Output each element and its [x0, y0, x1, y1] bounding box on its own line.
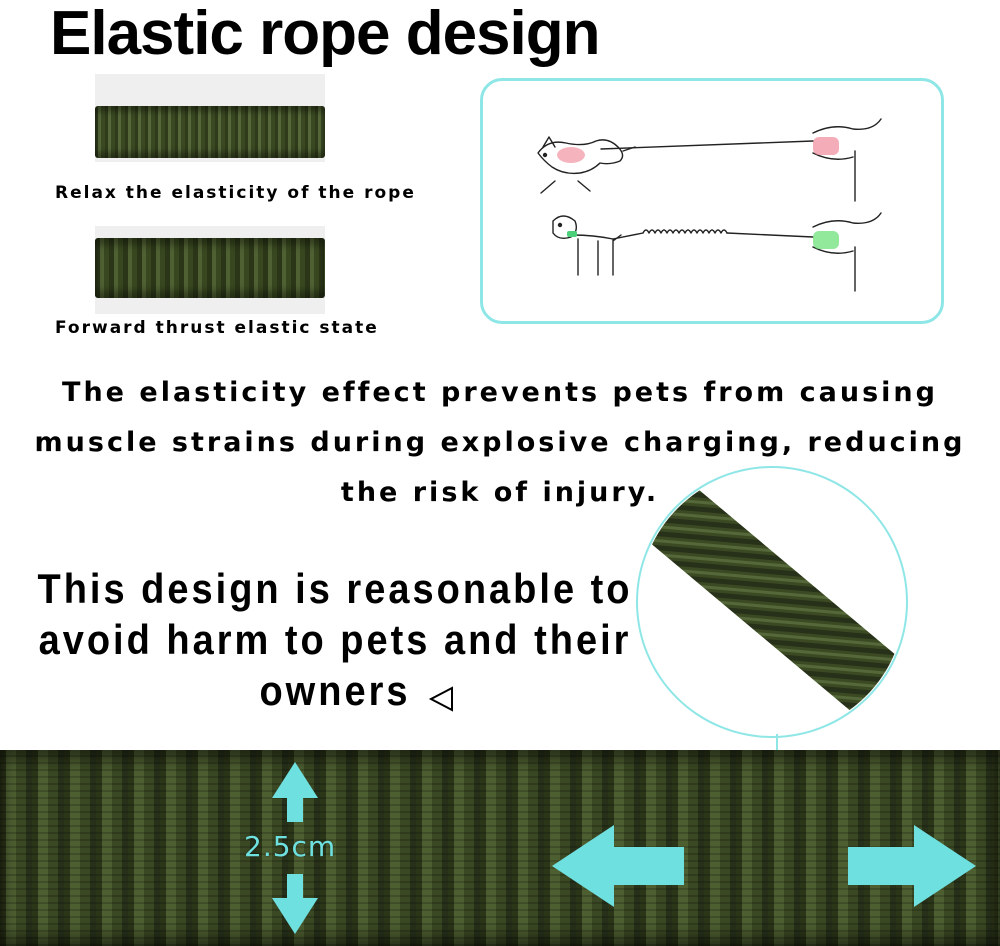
- body-text-line-1: The elasticity effect prevents pets from…: [62, 377, 938, 408]
- page-title: Elastic rope design: [50, 0, 601, 68]
- caption-thrust: Forward thrust elastic state: [55, 318, 379, 338]
- rope-closeup: [639, 477, 905, 730]
- design-text-line-2: avoid harm to pets and their: [38, 617, 632, 665]
- dimension-label: 2.5cm: [244, 830, 337, 863]
- rope-closeup-circle: [638, 468, 906, 736]
- dog-leash-illustration: [537, 118, 882, 292]
- right-arrow-icon: [848, 825, 976, 907]
- design-text-line-3: owners: [259, 668, 411, 716]
- caption-relaxed: Relax the elasticity of the rope: [55, 183, 416, 203]
- triangle-left-icon: [428, 686, 453, 712]
- double-vertical-arrow-icon: [272, 762, 318, 934]
- rope-relaxed-photo: [95, 74, 325, 162]
- dog-leash-illustration-panel: [480, 78, 944, 324]
- design-text-line-1: This design is reasonable to: [37, 566, 633, 614]
- body-text-line-3: the risk of injury.: [340, 477, 660, 508]
- body-text-line-2: muscle strains during explosive charging…: [34, 427, 966, 458]
- design-statement: This design is reasonable to avoid harm …: [20, 565, 650, 718]
- left-arrow-icon: [552, 825, 684, 907]
- rope-detail-photo: [0, 750, 1000, 946]
- elasticity-description: The elasticity effect prevents pets from…: [0, 368, 1000, 518]
- rope-thrust-photo: [95, 226, 325, 314]
